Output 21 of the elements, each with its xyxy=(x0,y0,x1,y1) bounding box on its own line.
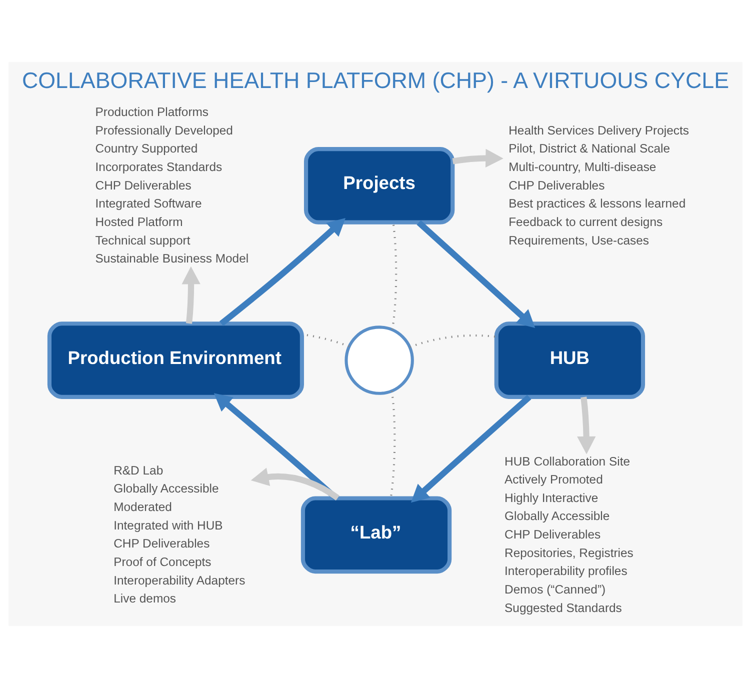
node-text: HUB Collaboration Site Actively Promoted Highly Interactive Globally Accessible CHP Deliverables Repositories, Registries Interoperability profiles Demos (“Canned”) Suggested Standards xyxy=(504,454,634,615)
connector xyxy=(409,334,496,348)
connector xyxy=(391,222,398,330)
arrow xyxy=(416,220,536,328)
arrow xyxy=(452,148,504,168)
arrow xyxy=(250,468,340,501)
arrow xyxy=(182,266,200,324)
node-box: HUB xyxy=(494,322,646,399)
node-circle xyxy=(344,326,414,395)
arrow xyxy=(214,393,338,500)
node-box: Production Environment xyxy=(47,322,304,399)
node-box: Projects xyxy=(304,147,455,224)
node-text: Production Platforms Professionally Developed Country Supported Incorporates Standards CHP Deliverables Integrated Software Hosted Platform Technical support Sustainable Business Model xyxy=(95,105,249,266)
arrow xyxy=(219,218,346,326)
node-box: “Lab” xyxy=(300,496,452,574)
connector xyxy=(390,390,396,498)
arrow xyxy=(577,396,596,454)
diagram-title: COLLABORATIVE HEALTH PLATFORM (CHP) - A VIRTUOUS CYCLE xyxy=(22,68,730,94)
node-text: R&D Lab Globally Accessible Moderated Integrated with HUB CHP Deliverables Proof of Concepts Interoperability Adapters Live demos xyxy=(114,463,246,606)
node-text: Health Services Delivery Projects Pilot, District & National Scale Multi-country, Multi-disease CHP Deliverables Best practices & lessons learned Feedback to current designs Requirements, Use-cases xyxy=(508,123,690,248)
arrow xyxy=(410,394,532,503)
